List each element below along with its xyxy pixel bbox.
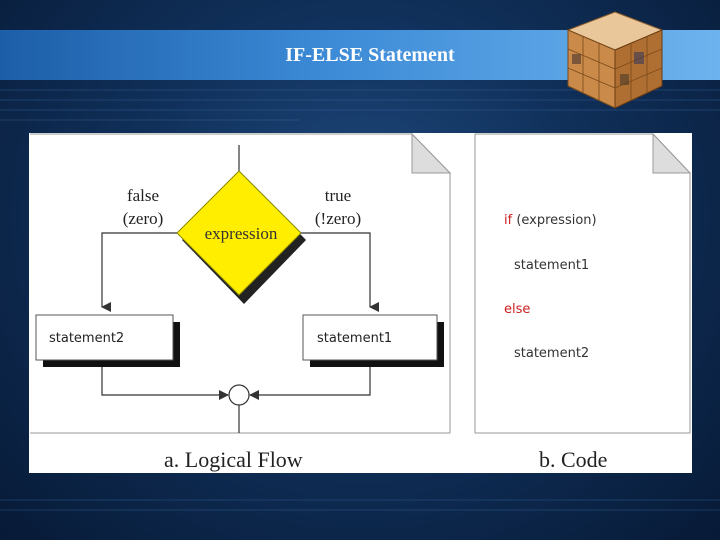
left-merge-line (101, 367, 229, 400)
decision-label: expression (205, 224, 278, 243)
true-label: true (325, 186, 351, 205)
true-sublabel: (!zero) (315, 209, 361, 228)
cube-logo (566, 11, 664, 109)
code-else-keyword: else (504, 302, 531, 317)
false-sublabel: (zero) (123, 209, 164, 228)
flowchart: expression false (zero) true (!zero) sta… (30, 133, 692, 434)
code-if-line: if (expression) (504, 213, 597, 228)
if-keyword: if (504, 213, 513, 228)
right-page-outline (474, 133, 691, 434)
if-condition: (expression) (512, 213, 597, 228)
true-branch-line (301, 232, 379, 312)
code-statement1: statement1 (514, 258, 590, 273)
false-label: false (127, 186, 159, 205)
statement1-box (302, 314, 438, 361)
code-caption: b. Code (539, 447, 608, 472)
code-statement2: statement2 (514, 346, 590, 361)
slide-title: IF-ELSE Statement (285, 44, 455, 66)
statement2-box (35, 314, 174, 361)
merge-connector (228, 384, 250, 406)
logical-flow-caption: a. Logical Flow (164, 447, 303, 472)
figure-panel: expression false (zero) true (!zero) sta… (29, 133, 692, 473)
statement2-label: statement2 (49, 331, 124, 346)
left-page-fold (411, 133, 452, 174)
statement1-label: statement1 (317, 331, 392, 346)
right-page-fold (652, 133, 692, 174)
decision-diamond (176, 170, 302, 296)
false-branch-line (101, 232, 177, 312)
right-merge-line (249, 367, 371, 400)
